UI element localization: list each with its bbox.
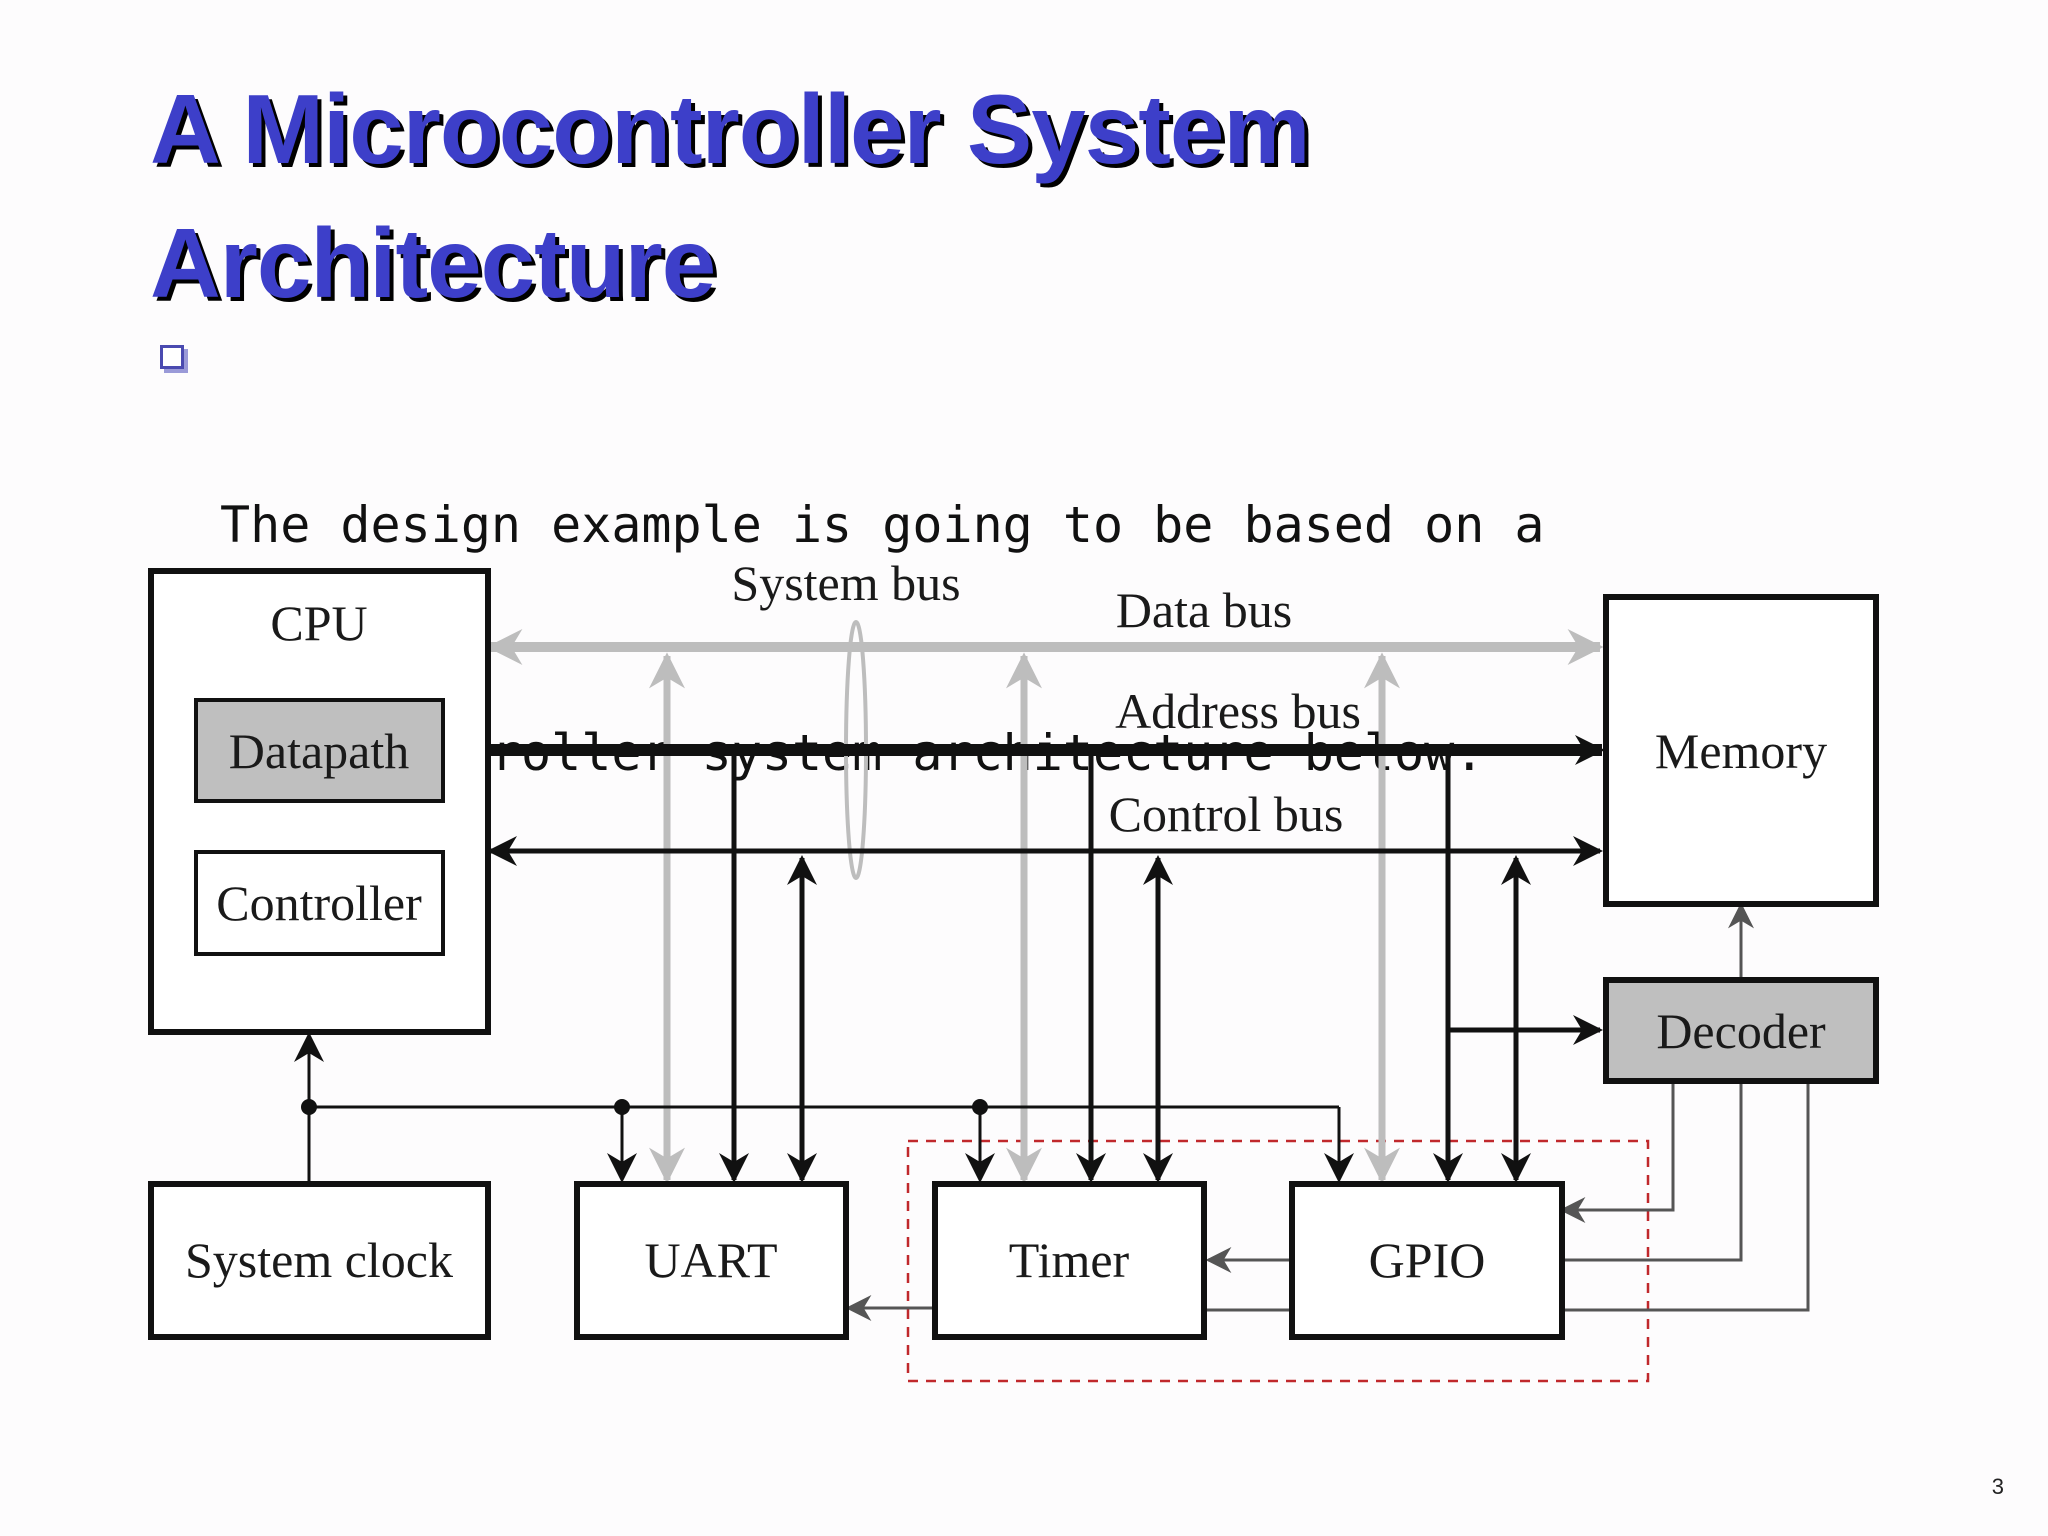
memory-label: Memory: [1655, 723, 1827, 779]
clock-junctions: [301, 1099, 988, 1115]
data-bus-label: Data bus: [1116, 582, 1292, 638]
cpu-block: CPU Datapath Controller: [148, 568, 491, 1035]
system-bus-label: System bus: [731, 555, 960, 611]
timer-label: Timer: [1009, 1232, 1130, 1288]
title-line-1: A Microcontroller System: [150, 74, 1311, 184]
datapath-label: Datapath: [229, 723, 409, 779]
address-bus-label: Address bus: [1115, 683, 1361, 739]
decoder-block: [1603, 977, 1879, 1084]
title-line-2: Architecture: [150, 208, 716, 318]
controller-block: [194, 850, 445, 956]
clock-lines: [294, 1032, 1354, 1183]
cpu-label: CPU: [270, 595, 367, 651]
highlight-region: [906, 1139, 1650, 1383]
timer-block: [932, 1181, 1207, 1340]
datapath-block: [194, 698, 445, 803]
controller-label: Controller: [216, 875, 422, 931]
page-number: 3: [1991, 1474, 2004, 1499]
control-bus: [487, 836, 1603, 1183]
decoder-label: Decoder: [1656, 1003, 1826, 1059]
slide-title: A Microcontroller System Architecture: [150, 62, 1650, 330]
square-bullet-icon: [160, 345, 184, 369]
system-clock-label: System clock: [185, 1232, 453, 1288]
uart-block: [574, 1181, 849, 1340]
gpio-block: [1289, 1181, 1565, 1340]
control-bus-label: Control bus: [1109, 786, 1344, 842]
gpio-label: GPIO: [1369, 1232, 1486, 1288]
system-clock-block: [148, 1181, 491, 1340]
data-bus: [486, 629, 1604, 1184]
memory-block: [1603, 594, 1879, 907]
bullet-line-1: The design example is going to be based …: [220, 496, 1545, 554]
address-bus: [485, 735, 1605, 1183]
uart-label: UART: [644, 1232, 777, 1288]
